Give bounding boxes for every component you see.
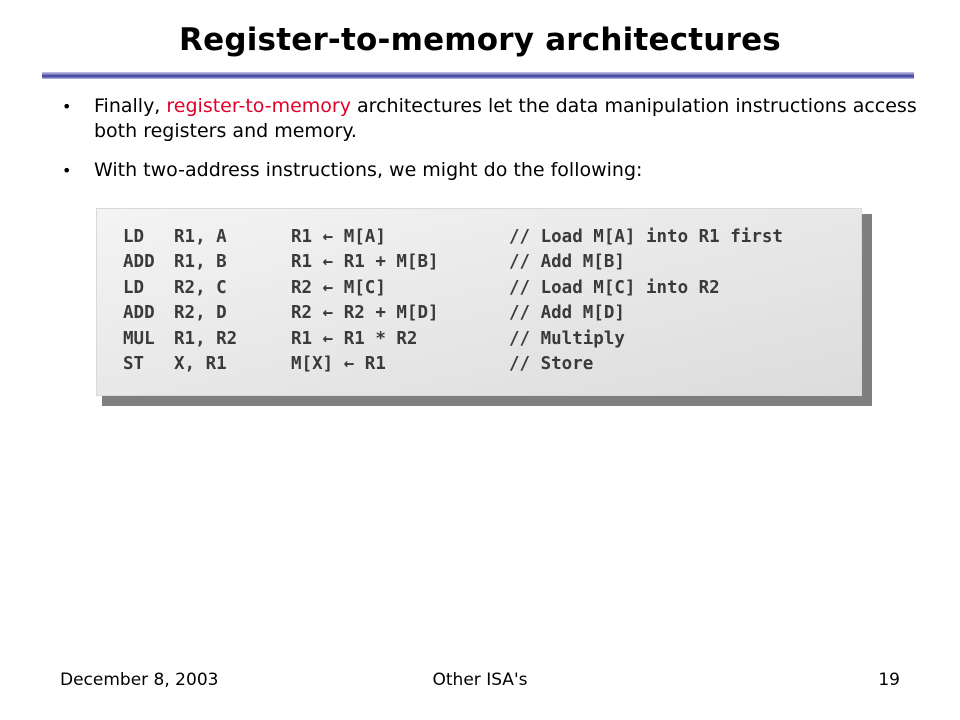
highlighted-term: register-to-memory: [166, 95, 351, 117]
code-comment: // Multiply: [509, 329, 625, 349]
rtl-source: R1 + M[B]: [343, 252, 439, 272]
rtl-dest: R1: [291, 329, 313, 349]
rtl-dest: R2: [291, 278, 313, 298]
left-arrow-icon: ←: [322, 278, 334, 298]
rtl-source: M[C]: [343, 278, 386, 298]
rtl-dest: R2: [291, 303, 313, 323]
code-rtl: R1 ← R1 + M[B]: [291, 252, 439, 272]
code-rtl: R2 ← M[C]: [291, 278, 386, 298]
slide-title: Register-to-memory architectures: [179, 22, 781, 58]
code-comment: // Add M[B]: [509, 252, 625, 272]
code-comment: // Load M[A] into R1 first: [509, 227, 783, 247]
bullet-text-before: Finally,: [94, 95, 167, 117]
code-rtl: R1 ← R1 * R2: [291, 329, 417, 349]
rtl-source: R2 + M[D]: [343, 303, 439, 323]
rtl-source: M[A]: [343, 227, 386, 247]
left-arrow-icon: ←: [322, 329, 334, 349]
code-rtl: R1 ← M[A]: [291, 227, 386, 247]
code-box: LD R1, A R1 ← M[A] // Load M[A] into R1 …: [96, 208, 862, 396]
rtl-dest: R1: [291, 252, 313, 272]
footer-date: December 8, 2003: [60, 670, 219, 690]
code-operands: R1, A: [174, 227, 227, 247]
bullet-text-after: architectures let the data manipulation …: [94, 95, 917, 142]
code-operands: R1, R2: [174, 329, 238, 349]
bullet-item-2: • With two-address instructions, we migh…: [62, 158, 922, 183]
code-opcode: LD: [123, 227, 145, 247]
code-line: ST X, R1 M[X] ← R1 // Store: [123, 354, 593, 380]
code-comment: // Store: [509, 354, 594, 374]
code-comment: // Load M[C] into R2: [509, 278, 720, 298]
code-opcode: LD: [123, 278, 145, 298]
bullet-dot-icon: •: [62, 161, 72, 180]
rtl-dest: M[X]: [291, 354, 334, 374]
code-opcode: ADD: [123, 252, 155, 272]
code-rtl: R2 ← R2 + M[D]: [291, 303, 439, 323]
code-operands: R2, D: [174, 303, 227, 323]
bullet-dot-icon: •: [62, 97, 72, 116]
code-opcode: ADD: [123, 303, 155, 323]
code-opcode: MUL: [123, 329, 155, 349]
code-rtl: M[X] ← R1: [291, 354, 386, 374]
title-underline: [42, 72, 914, 79]
left-arrow-icon: ←: [322, 303, 334, 323]
bullet-item-1: • Finally, register-to-memory architectu…: [62, 94, 922, 144]
code-line: LD R1, A R1 ← M[A] // Load M[A] into R1 …: [123, 227, 783, 253]
code-operands: R1, B: [174, 252, 227, 272]
left-arrow-icon: ←: [343, 354, 355, 374]
bullet-list: • Finally, register-to-memory architectu…: [62, 94, 922, 197]
code-comment: // Add M[D]: [509, 303, 625, 323]
code-line: LD R2, C R2 ← M[C] // Load M[C] into R2: [123, 278, 720, 304]
code-operands: X, R1: [174, 354, 227, 374]
code-line: ADD R1, B R1 ← R1 + M[B] // Add M[B]: [123, 252, 625, 278]
footer-page-number: 19: [878, 670, 900, 690]
left-arrow-icon: ←: [322, 227, 334, 247]
code-line: MUL R1, R2 R1 ← R1 * R2 // Multiply: [123, 329, 625, 355]
code-operands: R2, C: [174, 278, 227, 298]
rtl-source: R1 * R2: [343, 329, 418, 349]
code-opcode: ST: [123, 354, 145, 374]
rtl-dest: R1: [291, 227, 313, 247]
code-line: ADD R2, D R2 ← R2 + M[D] // Add M[D]: [123, 303, 625, 329]
left-arrow-icon: ←: [322, 252, 334, 272]
rtl-source: R1: [364, 354, 386, 374]
bullet-text: With two-address instructions, we might …: [94, 159, 643, 181]
footer-course: Other ISA's: [432, 670, 528, 690]
